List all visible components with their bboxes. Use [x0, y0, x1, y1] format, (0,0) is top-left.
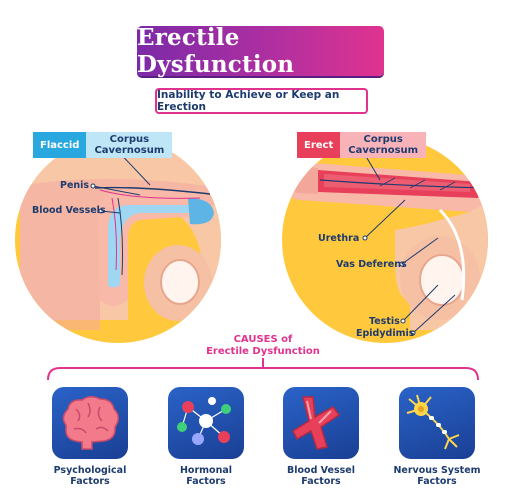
factor-tile-nervous-system [399, 387, 475, 459]
neuron-icon [406, 394, 460, 450]
factor-tile-psychological [52, 387, 128, 459]
erect-state-label: Erect [297, 132, 341, 158]
erect-tag: Erect Corpus Cavernosum [297, 132, 427, 158]
brain-icon [62, 396, 119, 450]
label-blood-vessels: Blood Vessels [32, 205, 106, 216]
erect-corpus-label: Corpus Cavernosum [340, 132, 427, 158]
factor-label-nervous-system: Nervous System Factors [382, 465, 492, 487]
factor-label-line1: Hormonal [179, 465, 233, 476]
page-subtitle: Inability to Achieve or Keep an Erection [157, 89, 340, 113]
factor-label-line1: Blood Vessel [287, 465, 355, 476]
blood-vessel-icon [292, 396, 341, 450]
page-title: Erectile Dysfunction [137, 24, 295, 78]
flaccid-corpus-label: Corpus Cavernosum [86, 132, 173, 158]
factor-label-line1: Nervous System [393, 465, 481, 476]
flaccid-diagram [15, 137, 221, 343]
erect-corpus-line1: Corpus [363, 134, 403, 145]
flaccid-corpus-line2: Cavernosum [94, 145, 165, 156]
flaccid-tag: Flaccid Corpus Cavernosum [33, 132, 173, 158]
factor-label-psychological: Psychological Factors [35, 465, 145, 487]
causes-line2: Erectile Dysfunction [206, 346, 320, 357]
erect-diagram [282, 137, 488, 343]
factor-label-line1: Psychological [53, 465, 127, 476]
causes-bracket [47, 367, 479, 381]
causes-heading: CAUSES of Erectile Dysfunction [0, 334, 526, 358]
title-banner: Erectile Dysfunction [137, 24, 384, 78]
label-urethra: Urethra [318, 233, 360, 244]
flaccid-state-label: Flaccid [33, 132, 87, 158]
factor-label-line2: Factors [186, 476, 226, 487]
label-penis: Penis [60, 180, 90, 191]
causes-line1: CAUSES of [233, 334, 293, 345]
factor-label-line2: Factors [70, 476, 110, 487]
factor-tile-blood-vessel [283, 387, 359, 459]
erect-corpus-line2: Cavernosum [348, 145, 419, 156]
hormones-icon [177, 397, 231, 445]
label-vas-deferens: Vas Deferens [336, 259, 407, 270]
factor-tile-hormonal [168, 387, 244, 459]
factor-label-blood-vessel: Blood Vessel Factors [266, 465, 376, 487]
factor-label-hormonal: Hormonal Factors [151, 465, 261, 487]
factor-label-line2: Factors [417, 476, 457, 487]
label-epididymis: Epidydimis [356, 328, 415, 339]
factor-label-line2: Factors [301, 476, 341, 487]
flaccid-corpus-line1: Corpus [109, 134, 150, 145]
subtitle-box: Inability to Achieve or Keep an Erection [155, 88, 368, 114]
label-testis: Testis [369, 316, 400, 327]
